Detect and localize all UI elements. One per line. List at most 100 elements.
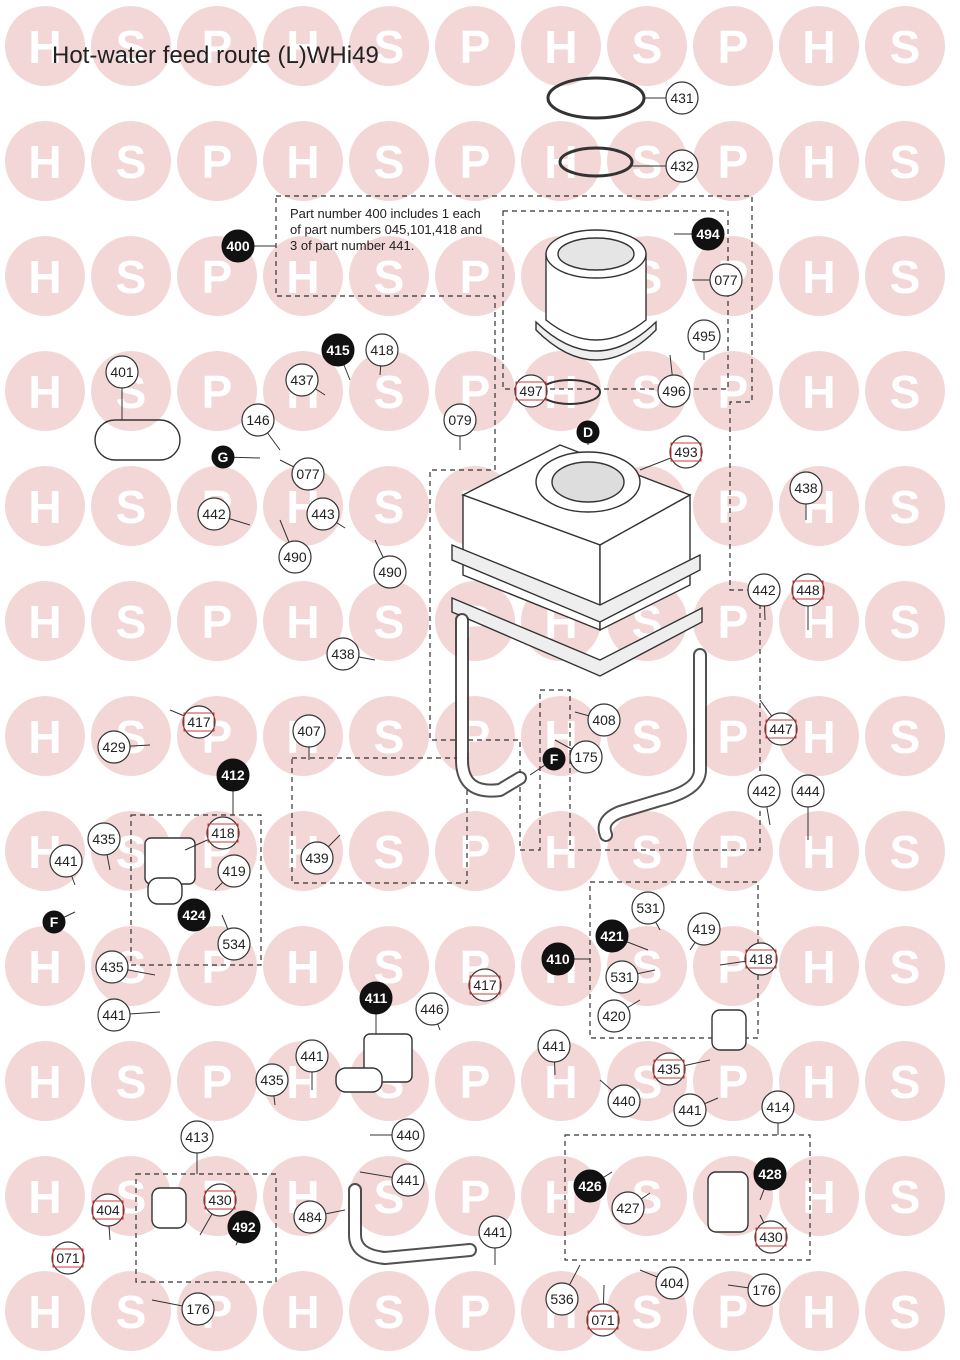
callout-p427: 427 (611, 1191, 645, 1225)
callout-p419b: 419 (687, 912, 721, 946)
callout-label: 429 (102, 739, 126, 755)
svg-text:S: S (890, 1171, 921, 1223)
callout-label: 400 (226, 238, 250, 254)
watermark-mark: S (91, 121, 171, 201)
watermark-mark: S (349, 466, 429, 546)
svg-text:P: P (718, 596, 749, 648)
callout-p077a: 077 (709, 263, 743, 297)
svg-text:S: S (890, 1056, 921, 1108)
svg-text:P: P (718, 1286, 749, 1338)
watermark-mark: H (263, 6, 343, 86)
callout-label: 534 (222, 936, 246, 952)
svg-text:S: S (374, 1286, 405, 1338)
callout-label: 071 (56, 1250, 80, 1266)
callout-label: 441 (300, 1048, 324, 1064)
svg-text:H: H (802, 711, 835, 763)
watermark-mark: S (607, 811, 687, 891)
svg-text:S: S (632, 136, 663, 188)
watermark-mark: P (177, 121, 257, 201)
svg-text:P: P (460, 21, 491, 73)
callout-p408: 408 (587, 703, 621, 737)
callout-label: 442 (752, 582, 776, 598)
callout-p435b: 435 (95, 950, 129, 984)
pipework-inner (350, 615, 705, 1263)
callout-p446: 446 (415, 992, 449, 1026)
svg-text:P: P (460, 251, 491, 303)
svg-text:S: S (374, 251, 405, 303)
callout-p418c: 418 (744, 942, 778, 976)
callout-p493: 493 (669, 435, 703, 469)
svg-text:P: P (718, 941, 749, 993)
svg-text:H: H (286, 21, 319, 73)
svg-text:S: S (374, 366, 405, 418)
watermark-mark: H (779, 1156, 859, 1236)
watermark-mark: H (521, 1041, 601, 1121)
watermark-mark: H (5, 6, 85, 86)
watermark-mark: H (521, 811, 601, 891)
callout-p146: 146 (241, 403, 275, 437)
svg-text:S: S (116, 136, 147, 188)
svg-text:P: P (460, 1286, 491, 1338)
callout-label: 431 (670, 90, 694, 106)
callout-label: 494 (696, 226, 720, 242)
watermark-mark: P (693, 811, 773, 891)
callout-label: 531 (610, 969, 634, 985)
callout-p437: 437 (285, 363, 319, 397)
callout-p431: 431 (665, 81, 699, 115)
svg-text:S: S (374, 21, 405, 73)
callout-p531a: 531 (631, 891, 665, 925)
callout-p412: 412 (216, 758, 250, 792)
adaptor-flange (535, 320, 657, 361)
callout-label: D (583, 424, 593, 440)
watermark-mark: P (177, 1041, 257, 1121)
svg-text:H: H (28, 1171, 61, 1223)
callout-p441e-1: 441 (391, 1163, 425, 1197)
valve-bodies (94, 419, 749, 1233)
exchanger-collar-inner (551, 461, 625, 503)
callout-label: 414 (766, 1099, 790, 1115)
callout-p414: 414 (761, 1090, 795, 1124)
callout-label: 442 (752, 783, 776, 799)
svg-text:P: P (202, 21, 233, 73)
heat-exchanger (451, 444, 703, 677)
svg-text:P: P (718, 826, 749, 878)
callout-label: 447 (769, 721, 793, 737)
watermark-mark: P (435, 1041, 515, 1121)
callout-p407: 407 (292, 714, 326, 748)
watermark-mark: P (435, 121, 515, 201)
callout-pF2: F (42, 910, 66, 934)
watermark-mark: S (865, 6, 945, 86)
svg-text:H: H (802, 1056, 835, 1108)
callout-p428: 428 (753, 1157, 787, 1191)
callout-p443: 443 (306, 497, 340, 531)
svg-text:S: S (632, 21, 663, 73)
svg-text:H: H (802, 251, 835, 303)
callout-p441a: 441 (49, 844, 83, 878)
valve-412-neck (147, 877, 183, 905)
watermark-mark: H (263, 121, 343, 201)
callout-p497: 497 (514, 374, 548, 408)
callout-label: 443 (311, 506, 335, 522)
valve-410 (711, 1009, 747, 1051)
callout-label: 079 (448, 412, 472, 428)
svg-text:H: H (544, 21, 577, 73)
callout-label: F (550, 751, 559, 767)
callout-p421: 421 (595, 919, 629, 953)
watermark-mark: H (779, 1271, 859, 1351)
callout-label: 484 (298, 1209, 322, 1225)
watermark-mark: H (5, 1041, 85, 1121)
callout-label: 413 (185, 1129, 209, 1145)
svg-text:S: S (890, 366, 921, 418)
callout-p447: 447 (764, 712, 798, 746)
callout-p441e: 441 (673, 1093, 707, 1127)
callout-label: 415 (326, 342, 350, 358)
callout-p418a: 418 (365, 333, 399, 367)
svg-text:S: S (374, 481, 405, 533)
callout-p441f: 441 (478, 1215, 512, 1249)
callout-p490a: 490 (278, 540, 312, 574)
callout-p424: 424 (177, 898, 211, 932)
callout-label: F (50, 914, 59, 930)
svg-text:H: H (28, 711, 61, 763)
svg-text:H: H (544, 1056, 577, 1108)
callout-label: 071 (591, 1312, 615, 1328)
